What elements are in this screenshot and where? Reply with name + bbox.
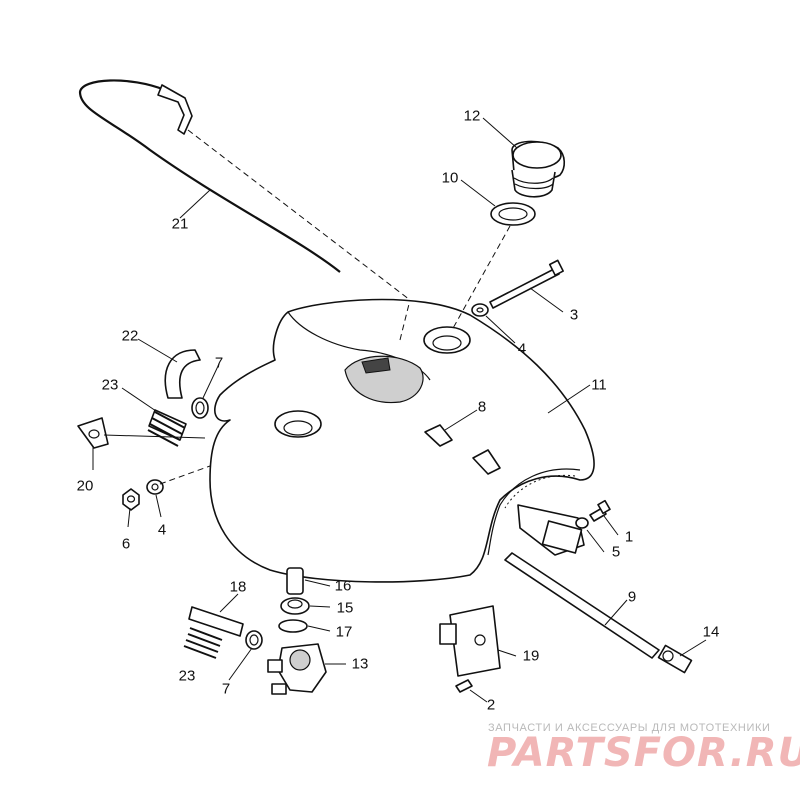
washer-5 <box>575 517 589 529</box>
callout-3: 3 <box>570 307 578 324</box>
leader-lines <box>92 117 707 703</box>
callout-21: 21 <box>172 216 189 233</box>
watermark-tagline: ЗАПЧАСТИ И АКСЕССУАРЫ ДЛЯ МОТОТЕХНИКИ <box>488 722 770 734</box>
callout-4-upper: 4 <box>518 341 526 358</box>
clamp-7-upper <box>191 397 209 419</box>
fuel-line-9 <box>504 552 660 659</box>
callout-12: 12 <box>464 108 481 125</box>
nut-15 <box>280 597 310 615</box>
filter-16 <box>286 567 304 595</box>
bracket-20 <box>77 417 109 449</box>
spring-23-upper <box>147 409 187 447</box>
cap-gasket <box>490 202 536 226</box>
nut-6 <box>122 488 140 511</box>
fuel-tank <box>209 298 595 583</box>
vent-hose <box>78 79 341 273</box>
clamp-7-lower <box>245 630 263 650</box>
washer-upper <box>471 303 489 317</box>
oring-17 <box>278 619 308 633</box>
callout-14: 14 <box>703 624 720 641</box>
callout-1: 1 <box>625 529 633 546</box>
callout-16: 16 <box>335 578 352 595</box>
callout-10: 10 <box>442 170 459 187</box>
watermark: ЗАПЧАСТИ И АКСЕССУАРЫ ДЛЯ МОТОТЕХНИКИ PA… <box>487 722 800 776</box>
callout-23-lower: 23 <box>179 668 196 685</box>
assembly-lines <box>159 129 511 485</box>
callout-7-upper: 7 <box>215 355 223 372</box>
spring-23-lower <box>183 627 223 659</box>
clip-8 <box>424 424 453 447</box>
tab-bracket <box>472 449 501 475</box>
callout-13: 13 <box>352 656 369 673</box>
callout-6: 6 <box>122 536 130 553</box>
callout-9: 9 <box>628 589 636 606</box>
hose-18 <box>188 606 244 637</box>
plate-19 <box>439 605 501 677</box>
petcock-13 <box>267 643 327 695</box>
fitting-14 <box>657 644 693 674</box>
callout-8: 8 <box>478 399 486 416</box>
long-bolt <box>489 259 564 309</box>
callout-15: 15 <box>337 600 354 617</box>
callout-11: 11 <box>591 377 607 394</box>
callout-17: 17 <box>336 624 353 641</box>
callout-18: 18 <box>230 579 247 596</box>
gas-cap <box>511 140 566 198</box>
callout-19: 19 <box>523 648 540 665</box>
watermark-logo: PARTSFOR.RU <box>487 730 800 776</box>
callout-5: 5 <box>612 544 620 561</box>
washer-lower <box>146 479 164 495</box>
screw-2 <box>455 679 473 693</box>
callout-20: 20 <box>77 478 94 495</box>
screw-1 <box>589 499 611 522</box>
callout-22: 22 <box>122 328 139 345</box>
hose-22 <box>164 349 201 399</box>
callout-23-upper: 23 <box>102 377 119 394</box>
callout-7-lower: 7 <box>222 681 230 698</box>
callout-4-lower: 4 <box>158 522 166 539</box>
callouts: 12 10 21 3 4 22 7 11 23 8 20 1 6 4 5 16 … <box>77 108 720 714</box>
callout-2: 2 <box>487 697 495 714</box>
